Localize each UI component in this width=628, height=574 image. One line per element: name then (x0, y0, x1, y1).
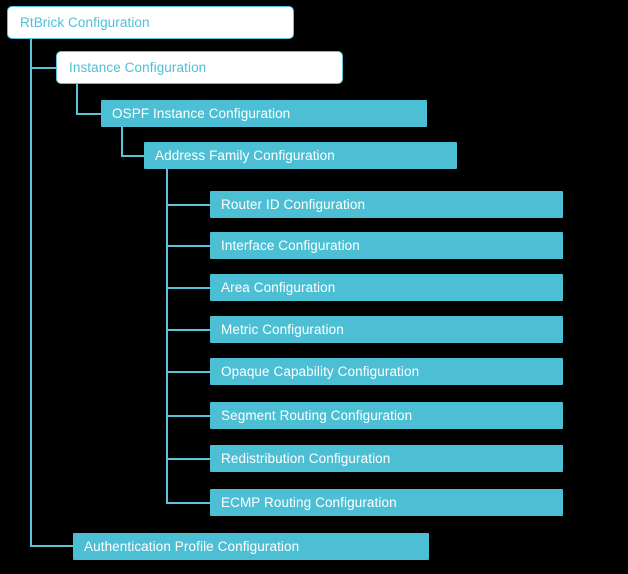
connector-af-to-area (166, 287, 211, 289)
node-label: Authentication Profile Configuration (84, 538, 300, 554)
node-address-family-configuration[interactable]: Address Family Configuration (144, 142, 457, 169)
node-label: Address Family Configuration (155, 147, 335, 163)
connector-instance-to-ospf (76, 113, 102, 115)
connector-address-family-spine (166, 169, 168, 503)
node-label: Area Configuration (221, 279, 336, 295)
node-router-id-configuration[interactable]: Router ID Configuration (210, 191, 563, 218)
connector-af-to-metric (166, 329, 211, 331)
connector-instance-spine (76, 84, 78, 114)
node-area-configuration[interactable]: Area Configuration (210, 274, 563, 301)
node-opaque-capability-configuration[interactable]: Opaque Capability Configuration (210, 358, 563, 385)
node-metric-configuration[interactable]: Metric Configuration (210, 316, 563, 343)
connector-root-to-auth-profile (30, 545, 74, 547)
connector-ospf-to-address-family (121, 155, 145, 157)
connector-af-to-redistribution (166, 458, 211, 460)
node-ospf-instance-configuration[interactable]: OSPF Instance Configuration (101, 100, 427, 127)
node-label: Instance Configuration (69, 59, 207, 75)
node-authentication-profile-configuration[interactable]: Authentication Profile Configuration (73, 533, 429, 560)
node-interface-configuration[interactable]: Interface Configuration (210, 232, 563, 259)
node-label: Interface Configuration (221, 237, 360, 253)
node-label: OSPF Instance Configuration (112, 105, 291, 121)
node-segment-routing-configuration[interactable]: Segment Routing Configuration (210, 402, 563, 429)
connector-af-to-segment-routing (166, 415, 211, 417)
connector-ospf-spine (121, 127, 123, 156)
node-redistribution-configuration[interactable]: Redistribution Configuration (210, 445, 563, 472)
node-instance-configuration[interactable]: Instance Configuration (56, 51, 343, 84)
connector-af-to-interface (166, 245, 211, 247)
node-label: ECMP Routing Configuration (221, 494, 397, 510)
node-label: Metric Configuration (221, 321, 344, 337)
node-label: Redistribution Configuration (221, 450, 391, 466)
node-label: Opaque Capability Configuration (221, 363, 420, 379)
node-ecmp-routing-configuration[interactable]: ECMP Routing Configuration (210, 489, 563, 516)
node-label: Segment Routing Configuration (221, 407, 413, 423)
node-rtbrick-configuration[interactable]: RtBrick Configuration (7, 6, 294, 39)
connector-root-to-instance (30, 67, 56, 69)
connector-af-to-opaque (166, 371, 211, 373)
node-label: RtBrick Configuration (20, 14, 150, 30)
connector-af-to-ecmp (166, 502, 211, 504)
connector-af-to-router-id (166, 204, 211, 206)
node-label: Router ID Configuration (221, 196, 366, 212)
connector-root-spine (30, 38, 32, 546)
